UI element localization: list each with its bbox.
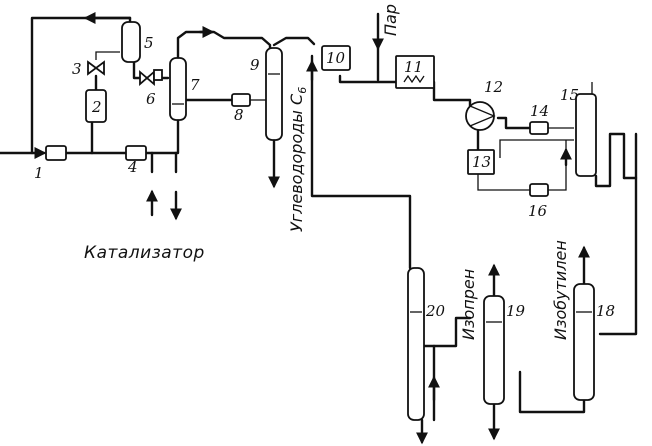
apparatus-13 <box>467 149 495 175</box>
line-11-to-12 <box>432 80 472 110</box>
line-16-to-15 <box>548 140 567 191</box>
label-8: 8 <box>234 106 244 124</box>
stream-labels: Катализатор Пар Углеводороды С6 Изопрен … <box>84 4 570 340</box>
condenser-10 <box>321 45 351 71</box>
label-6: 6 <box>146 90 156 108</box>
line-10-to-11 <box>338 74 398 84</box>
column-7 <box>169 57 187 121</box>
equipment <box>45 21 597 421</box>
label-3: 3 <box>72 60 82 78</box>
steam-label: Пар <box>381 4 400 36</box>
label-20: 20 <box>425 302 446 320</box>
line-15-loop <box>594 132 626 188</box>
label-4: 4 <box>127 158 138 176</box>
equipment-labels: 1 2 3 4 5 6 7 8 9 10 11 12 13 14 15 16 1… <box>34 34 615 320</box>
line-12-to-14 <box>496 116 532 130</box>
valve-3-icon <box>87 60 105 76</box>
isoprene-label: Изопрен <box>459 269 478 340</box>
line-to-column-20 <box>310 54 412 270</box>
line-9-to-10 <box>272 36 316 47</box>
column-18 <box>573 283 595 401</box>
heating-coil-icon <box>403 74 425 84</box>
heat-exchanger-1 <box>45 145 67 161</box>
label-1: 1 <box>34 164 44 182</box>
isobutylene-label: Изобутилен <box>551 240 570 340</box>
label-15: 15 <box>560 86 579 104</box>
column-15 <box>575 93 597 177</box>
label-9: 9 <box>250 56 260 74</box>
line-13-to-14-loop <box>499 139 574 158</box>
compressor-symbol-icon <box>469 105 496 127</box>
catalyst-label: Катализатор <box>84 243 205 263</box>
pipelines <box>0 12 638 445</box>
column-9 <box>265 47 283 141</box>
heat-exchanger-4 <box>125 145 147 161</box>
heat-exchanger-14 <box>529 121 549 135</box>
label-7: 7 <box>190 76 200 94</box>
label-19: 19 <box>506 302 526 320</box>
line-to-column-18 <box>598 132 638 336</box>
line-hx4-to-7 <box>144 118 180 155</box>
label-14: 14 <box>530 102 549 120</box>
label-13: 13 <box>472 153 491 171</box>
heat-exchanger-8 <box>231 93 251 107</box>
separator-5 <box>121 21 141 63</box>
label-5: 5 <box>144 34 154 52</box>
hydrocarbons-label: Углеводороды С6 <box>287 87 309 232</box>
valve-6-icon <box>139 70 155 86</box>
label-2: 2 <box>91 98 102 116</box>
label-11: 11 <box>404 58 423 76</box>
label-18: 18 <box>596 302 615 320</box>
label-16: 16 <box>528 202 548 220</box>
valve-6-actuator <box>153 69 163 81</box>
label-12: 12 <box>484 78 503 96</box>
line-3-to-5 <box>95 51 120 60</box>
heat-exchanger-16 <box>529 183 549 197</box>
reactor-2 <box>85 89 107 123</box>
recycle-loop-line <box>30 16 132 155</box>
line-18-to-19 <box>518 370 586 414</box>
line-7-to-9 <box>176 30 272 60</box>
column-19 <box>483 295 505 405</box>
column-20 <box>407 267 425 421</box>
label-10: 10 <box>326 49 346 67</box>
line-20-to-19 <box>432 316 472 348</box>
line-13-to-16 <box>477 174 530 191</box>
